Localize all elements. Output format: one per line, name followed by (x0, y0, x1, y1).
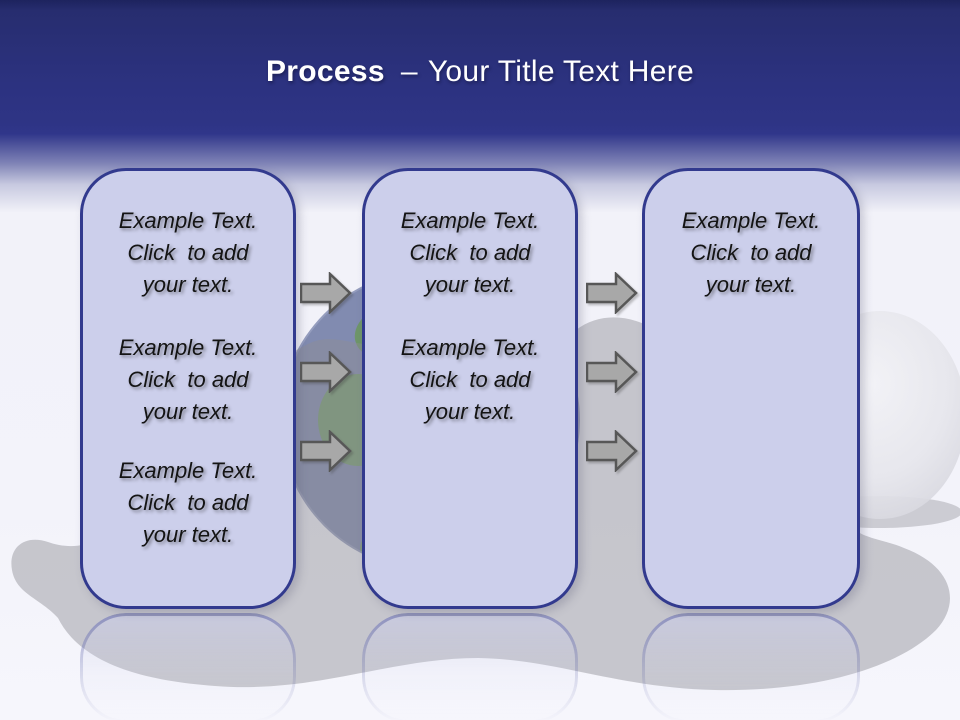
arrow-right-icon (586, 351, 638, 393)
placeholder-line: your text. (424, 272, 516, 297)
text-placeholder[interactable]: Example Text. Click to add your text. (89, 205, 287, 301)
placeholder-line: Example Text. (400, 208, 540, 233)
placeholder-line: Click to add (127, 367, 249, 392)
placeholder-line: your text. (142, 399, 234, 424)
process-box-1[interactable]: Example Text. Click to add your text. Ex… (80, 168, 296, 609)
placeholder-line: your text. (424, 399, 516, 424)
placeholder-line: Click to add (409, 367, 531, 392)
text-placeholder[interactable]: Example Text. Click to add your text. (89, 332, 287, 428)
process-box-2[interactable]: Example Text. Click to add your text. Ex… (362, 168, 578, 609)
box-reflection (80, 613, 296, 720)
placeholder-line: Example Text. (400, 335, 540, 360)
slide-title: Process–Your Title Text Here (0, 52, 960, 96)
text-placeholder[interactable]: Example Text. Click to add your text. (371, 205, 569, 301)
text-placeholder[interactable]: Example Text. Click to add your text. (89, 455, 287, 551)
arrow-right-icon (586, 272, 638, 314)
box-reflection (362, 613, 578, 720)
placeholder-line: Example Text. (118, 458, 258, 483)
box-reflection (642, 613, 860, 720)
placeholder-line: Click to add (690, 240, 812, 265)
placeholder-line: Click to add (127, 240, 249, 265)
placeholder-line: Example Text. (681, 208, 821, 233)
placeholder-line: your text. (142, 522, 234, 547)
arrow-right-icon (586, 430, 638, 472)
placeholder-line: Example Text. (118, 335, 258, 360)
placeholder-line: Click to add (409, 240, 531, 265)
title-separator: – (400, 55, 418, 88)
placeholder-line: your text. (142, 272, 234, 297)
text-placeholder[interactable]: Example Text. Click to add your text. (651, 205, 851, 301)
placeholder-line: Example Text. (118, 208, 258, 233)
title-keyword: Process (265, 55, 385, 88)
text-placeholder[interactable]: Example Text. Click to add your text. (371, 332, 569, 428)
arrow-right-icon (300, 272, 352, 314)
placeholder-line: your text. (705, 272, 797, 297)
title-subtitle: Your Title Text Here (427, 55, 694, 88)
arrow-right-icon (300, 351, 352, 393)
placeholder-line: Click to add (127, 490, 249, 515)
process-box-3[interactable]: Example Text. Click to add your text. (642, 168, 860, 609)
arrow-right-icon (300, 430, 352, 472)
